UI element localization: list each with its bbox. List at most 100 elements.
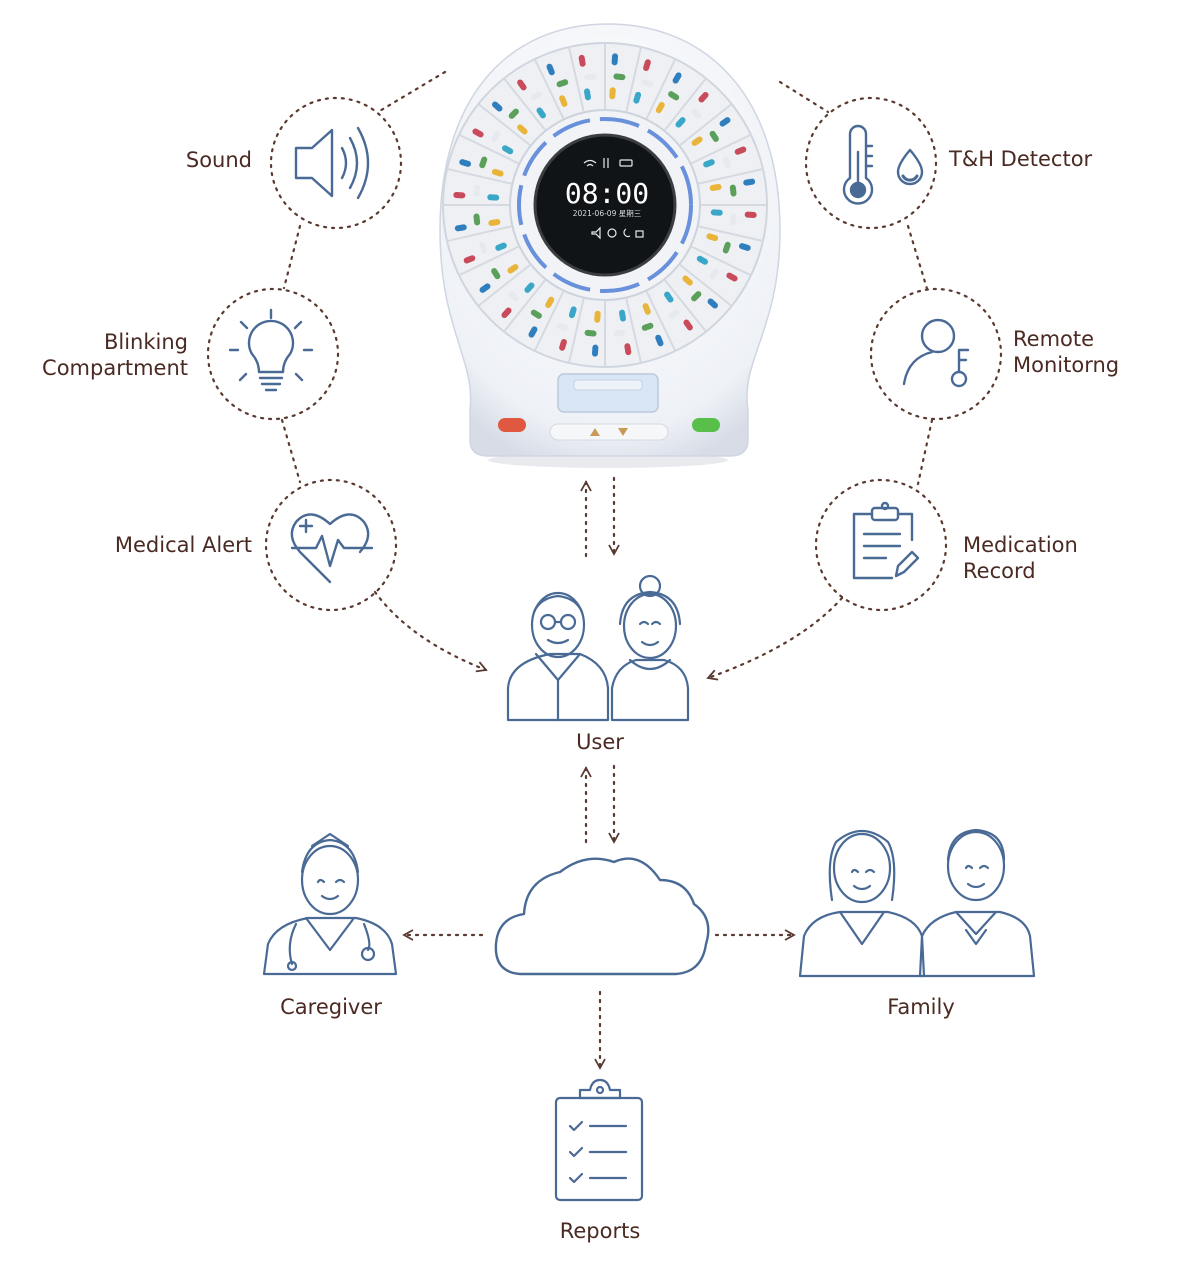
compartment-divider	[625, 46, 643, 112]
arrow-record-to-user	[706, 596, 844, 681]
blinking-circle	[206, 287, 340, 421]
heart-pulse-icon	[290, 513, 374, 584]
th-detector-circle	[804, 96, 938, 230]
pill	[734, 146, 747, 155]
pill	[524, 282, 535, 293]
pill	[726, 272, 738, 282]
pill	[459, 159, 472, 167]
pill	[641, 322, 654, 331]
pill	[473, 213, 481, 226]
connector-sound-to-blinking	[282, 224, 302, 290]
pill	[472, 128, 484, 138]
caregiver-label: Caregiver	[280, 995, 382, 1019]
compartment-divider	[691, 245, 752, 277]
remote-monitoring-circle	[869, 287, 1003, 421]
pill	[528, 326, 538, 338]
pill	[706, 233, 719, 242]
pill	[584, 329, 597, 337]
pill	[738, 243, 751, 251]
pill	[473, 184, 481, 197]
nurse-icon	[262, 832, 398, 976]
pill	[696, 255, 709, 265]
pill	[710, 209, 723, 216]
connector-device-to-sound	[376, 70, 447, 114]
compartment-divider	[567, 298, 585, 364]
reports-label: Reports	[560, 1219, 641, 1243]
compartment-divider	[679, 264, 733, 307]
pill	[707, 298, 718, 309]
person-key-icon	[902, 318, 970, 388]
connector-blinking-to-alert	[280, 418, 302, 484]
user-label: User	[576, 730, 624, 754]
compartment-divider	[664, 77, 707, 131]
arrow-alert-to-user	[373, 590, 488, 673]
pill	[584, 73, 597, 81]
pill	[709, 184, 722, 191]
pill	[488, 219, 501, 226]
blinking-compartment-label: Blinking Compartment	[42, 330, 188, 380]
pill	[508, 291, 519, 302]
pill	[655, 334, 664, 347]
compartment-divider	[691, 133, 752, 165]
pill	[691, 136, 703, 146]
clipboard-pen-icon	[852, 501, 920, 580]
device-date: 2021-06-09 星期三	[573, 209, 641, 218]
compartment-divider	[458, 245, 519, 277]
pill	[491, 168, 504, 177]
pill-compartments	[443, 43, 767, 367]
pill	[709, 130, 719, 142]
pill	[559, 338, 567, 351]
pill	[668, 91, 680, 101]
medical-alert-label: Medical Alert	[114, 533, 252, 557]
pill	[722, 156, 731, 169]
compartment-divider	[458, 133, 519, 165]
pill	[501, 307, 512, 318]
compartment-divider	[645, 58, 677, 119]
pill	[722, 241, 731, 254]
pill	[556, 79, 569, 88]
pill	[719, 117, 731, 127]
pill	[594, 310, 601, 323]
compartment-divider	[664, 279, 707, 333]
compartment-divider	[446, 225, 512, 243]
pill	[463, 255, 476, 264]
pill	[619, 309, 626, 322]
compartment-divider	[679, 103, 733, 146]
pill	[479, 283, 491, 293]
pill	[508, 108, 519, 119]
pill	[454, 224, 467, 232]
connector-th-to-remote	[906, 224, 930, 294]
compartment-divider	[625, 298, 643, 364]
sound-circle	[269, 96, 403, 230]
pill	[501, 145, 514, 155]
pill	[546, 63, 555, 76]
compartment-divider	[645, 291, 677, 352]
connector-remote-to-record	[916, 418, 934, 486]
speaker-icon	[294, 126, 370, 200]
pill	[672, 72, 682, 84]
pill	[613, 329, 626, 337]
compartment-divider	[533, 291, 565, 352]
pill	[611, 53, 619, 66]
pill	[568, 306, 577, 319]
pill	[624, 343, 632, 356]
pill	[559, 95, 568, 107]
connector-lines	[280, 70, 934, 1070]
pill	[491, 268, 501, 280]
pill	[578, 54, 586, 67]
connector-device-to-th	[778, 80, 830, 114]
lightbulb-icon	[228, 308, 314, 392]
pill	[609, 87, 616, 100]
report-clipboard-icon	[554, 1078, 644, 1202]
medication-record-label: Medication Record	[963, 533, 1078, 583]
pill	[479, 156, 488, 169]
pill	[536, 107, 546, 119]
cloud-icon	[494, 857, 710, 976]
compartment-divider	[477, 264, 531, 307]
device-time: 08:00	[565, 177, 649, 210]
pill	[655, 101, 665, 114]
pill	[664, 291, 674, 303]
compartment-divider	[503, 279, 546, 333]
pill	[691, 108, 702, 119]
pill	[613, 73, 626, 81]
